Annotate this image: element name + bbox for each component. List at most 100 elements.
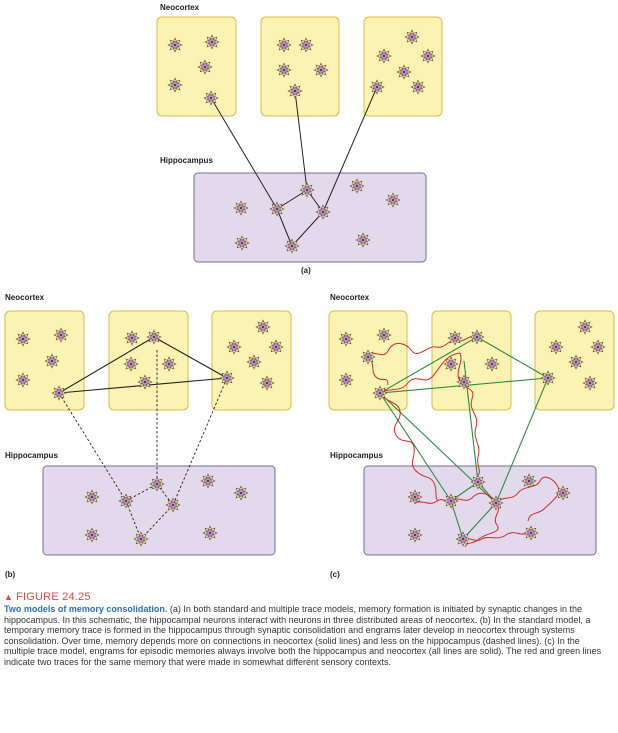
neuron (203, 90, 219, 106)
neuron (51, 385, 67, 401)
memory-consolidation-diagram: Neocortex Hippocampus (4, 3, 615, 579)
neuron (540, 370, 556, 386)
panel-b-neocortex-area-2 (108, 310, 189, 411)
panel-b-label: (b) (5, 570, 16, 579)
neuron (298, 37, 314, 53)
neuron (338, 331, 354, 347)
neuron (372, 385, 388, 401)
neuron (568, 354, 584, 370)
neuron (349, 178, 365, 194)
panel-a-neocortex-label: Neocortex (160, 3, 200, 12)
neuron (376, 48, 392, 64)
neuron (167, 77, 183, 93)
neuron (233, 200, 249, 216)
neuron (15, 331, 31, 347)
triangle-icon: ▲ (4, 592, 14, 602)
neuron (369, 79, 385, 95)
neuron (167, 37, 183, 53)
caption-text: (a) In both standard and multiple trace … (4, 604, 602, 667)
panel-a-connections (210, 86, 378, 247)
neuron (443, 493, 459, 509)
neuron (197, 59, 213, 75)
neuron (219, 370, 235, 386)
neuron (313, 62, 329, 78)
neuron (590, 339, 606, 355)
neuron (255, 319, 271, 335)
panel-b-hippocampus-label: Hippocampus (5, 451, 58, 460)
neuron (15, 372, 31, 388)
panel-c-hippocampus-label: Hippocampus (330, 451, 383, 460)
neuron (407, 489, 423, 505)
panel-a-hippocampus-label: Hippocampus (160, 156, 213, 165)
neuron (234, 235, 250, 251)
neuron (161, 356, 177, 372)
panel-b-neocortex-area-1 (4, 310, 85, 411)
neuron (315, 204, 331, 220)
panel-a-neocortex-area-2 (260, 16, 340, 117)
neuron (246, 354, 262, 370)
panel-a-neocortex-area-1 (156, 16, 237, 117)
neuron (259, 375, 275, 391)
neuron (269, 201, 285, 217)
neuron (355, 232, 371, 248)
neuron (84, 489, 100, 505)
neuron (338, 372, 354, 388)
neuron (577, 319, 593, 335)
figure-caption: ▲FIGURE 24.25 Two models of memory conso… (4, 591, 612, 668)
panel-b-neocortex-label: Neocortex (5, 293, 45, 302)
neuron (204, 34, 220, 50)
figure-number-text: FIGURE 24.25 (16, 591, 91, 603)
neuron (165, 497, 181, 513)
panel-b: Neocortex Hippocampus (4, 293, 292, 579)
neuron (133, 531, 149, 547)
neuron (582, 375, 598, 391)
neuron (287, 83, 303, 99)
neuron (118, 493, 134, 509)
neuron (53, 327, 69, 343)
panel-a-neocortex-area-3 (363, 16, 443, 117)
panel-a: Neocortex Hippocampus (156, 3, 443, 275)
neuron (299, 182, 315, 198)
neuron (123, 356, 139, 372)
neuron (548, 339, 564, 355)
neuron (84, 527, 100, 543)
panel-a-label: (a) (301, 266, 311, 275)
neuron (470, 474, 486, 490)
neuron (276, 62, 292, 78)
neuron (407, 527, 423, 543)
neuron (233, 485, 249, 501)
neuron (226, 339, 242, 355)
neuron (488, 495, 504, 511)
neuron (456, 374, 472, 390)
neuron (284, 238, 300, 254)
panel-c: Neocortex Hippocampus (328, 293, 615, 579)
neuron (443, 356, 459, 372)
neuron (200, 473, 216, 489)
neuron (484, 356, 500, 372)
neuron (149, 476, 165, 492)
neuron (360, 349, 376, 365)
neuron (44, 353, 60, 369)
neuron (523, 525, 539, 541)
neuron (137, 374, 153, 390)
neuron (420, 48, 436, 64)
neuron (404, 29, 420, 45)
neuron (276, 37, 292, 53)
panel-c-neocortex-label: Neocortex (330, 293, 370, 302)
panel-c-red-trace (367, 334, 560, 548)
figure-number: ▲FIGURE 24.25 (4, 591, 612, 603)
panel-b-dashed-connections (58, 350, 228, 540)
neuron (447, 330, 463, 346)
neuron (124, 330, 140, 346)
neuron (268, 339, 284, 355)
neuron (396, 64, 412, 80)
neuron (469, 329, 485, 345)
caption-heading: Two models of memory consolidation. (4, 604, 168, 614)
panel-c-neocortex-area-2 (431, 310, 512, 411)
neuron (385, 192, 401, 208)
panel-b-hippocampus-area (42, 465, 276, 556)
neuron (455, 531, 471, 547)
neuron (410, 79, 426, 95)
neuron (202, 525, 218, 541)
neuron (376, 327, 392, 343)
